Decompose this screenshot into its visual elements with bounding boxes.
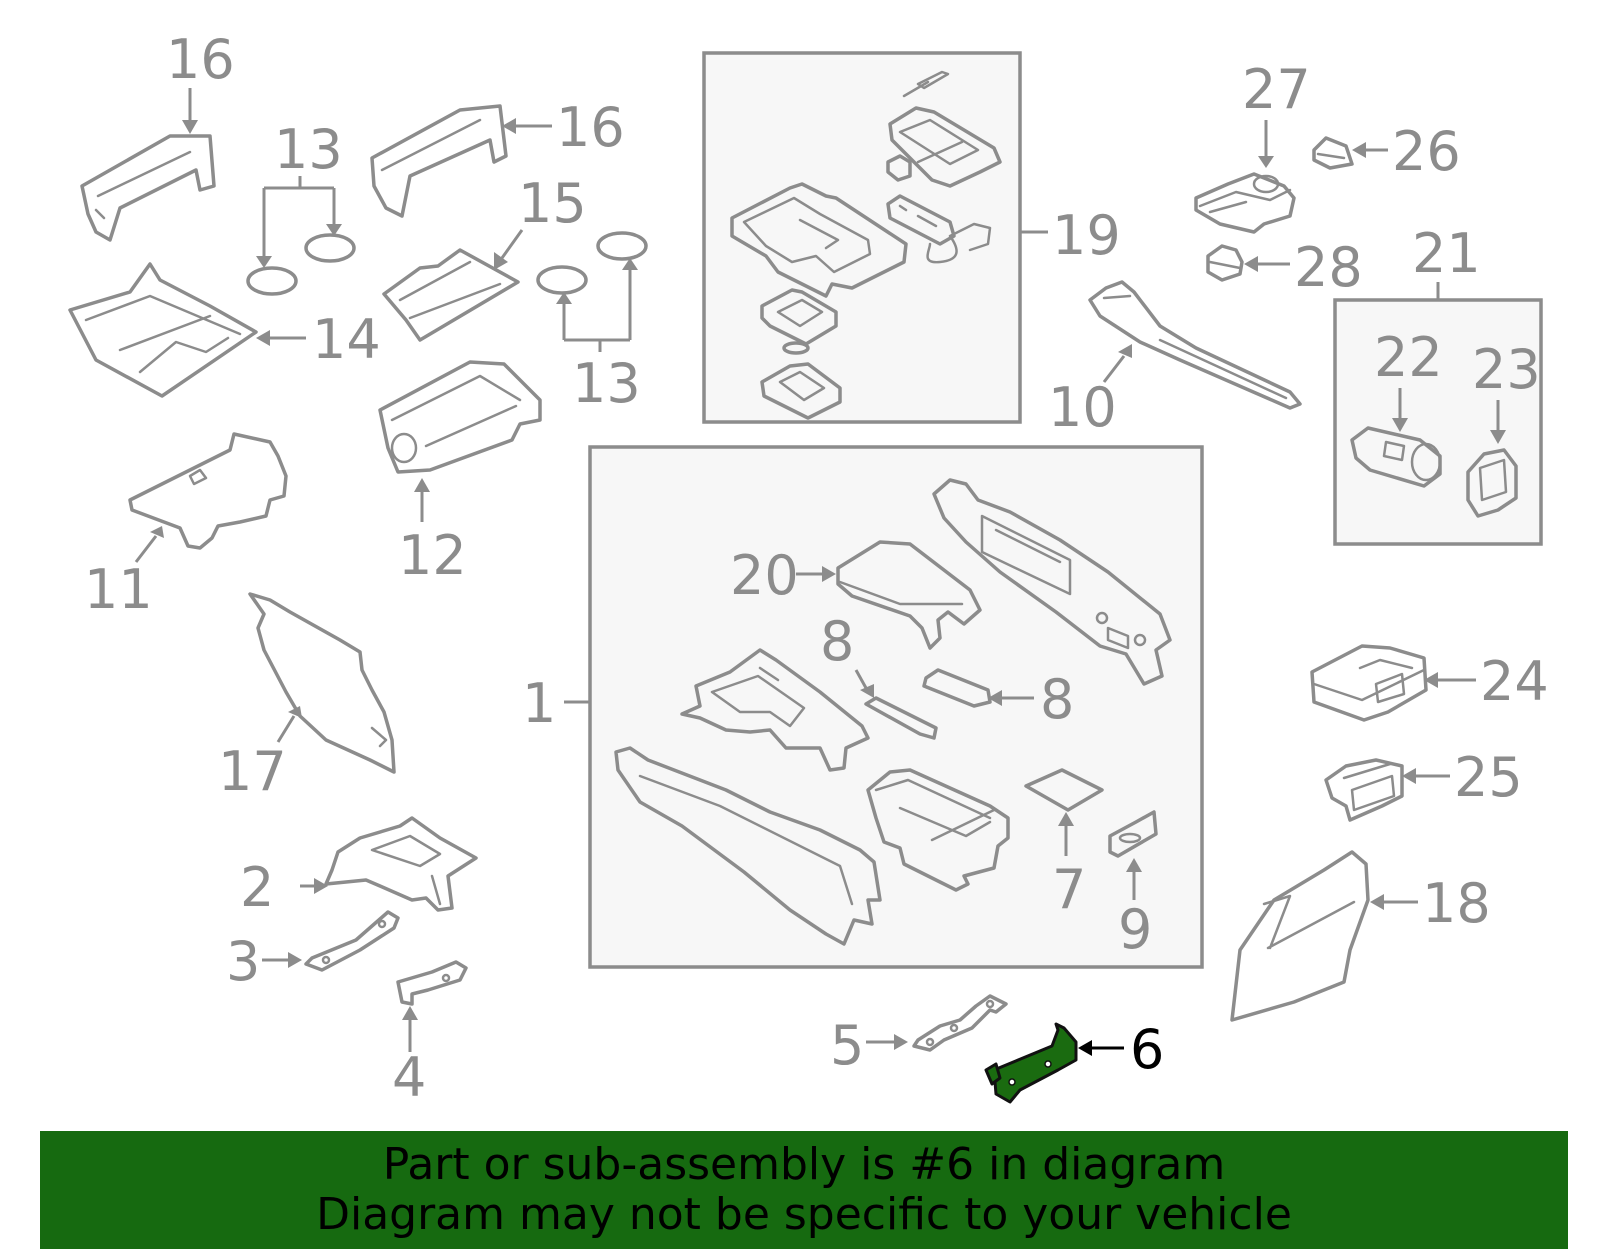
part-13-right xyxy=(536,231,648,352)
leader-28 xyxy=(1244,256,1290,272)
leader-25 xyxy=(1402,768,1450,784)
part-8-strip-a xyxy=(864,696,938,740)
part-10 xyxy=(1088,280,1302,410)
callout-16-left: 16 xyxy=(166,28,235,91)
part-4 xyxy=(396,960,468,1006)
callout-17: 17 xyxy=(218,740,287,803)
leader-16-left xyxy=(182,88,198,134)
callout-3: 3 xyxy=(226,930,260,993)
part-5 xyxy=(912,994,1008,1052)
callout-1: 1 xyxy=(522,672,556,735)
leader-14 xyxy=(256,330,306,346)
part-25 xyxy=(1324,758,1404,822)
part-1-side-panel xyxy=(932,478,1172,686)
leader-17 xyxy=(276,706,302,743)
leader-20 xyxy=(796,566,836,582)
leader-18 xyxy=(1370,894,1418,910)
part-19-assembly xyxy=(730,70,1002,420)
part-1-storage-bin xyxy=(866,768,1010,892)
leader-8b xyxy=(988,690,1034,706)
part-11 xyxy=(128,432,288,550)
callout-19: 19 xyxy=(1052,204,1121,267)
leader-5 xyxy=(866,1034,908,1050)
part-16-left xyxy=(80,134,216,242)
callout-7: 7 xyxy=(1052,858,1086,921)
leader-24 xyxy=(1424,672,1476,688)
part-13-left xyxy=(246,176,356,296)
leader-15 xyxy=(494,229,524,270)
callout-27: 27 xyxy=(1242,58,1311,121)
part-2 xyxy=(324,816,478,912)
callout-13-top: 13 xyxy=(274,118,343,181)
part-6-highlighted xyxy=(984,1022,1078,1104)
callout-24: 24 xyxy=(1480,650,1549,713)
part-14 xyxy=(68,262,258,398)
callout-25: 25 xyxy=(1454,746,1523,809)
part-23 xyxy=(1466,448,1518,518)
leader-4 xyxy=(402,1006,418,1052)
callout-20: 20 xyxy=(730,544,799,607)
leader-26 xyxy=(1352,142,1388,158)
callout-2: 2 xyxy=(240,856,274,919)
part-18 xyxy=(1230,850,1370,1022)
part-17 xyxy=(248,592,396,774)
banner-line-2: Diagram may not be specific to your vehi… xyxy=(316,1189,1292,1240)
leader-22 xyxy=(1392,388,1408,432)
callout-4: 4 xyxy=(392,1046,426,1109)
part-22 xyxy=(1350,426,1442,488)
leader-9 xyxy=(1126,858,1142,900)
part-26 xyxy=(1312,136,1354,170)
info-banner: Part or sub-assembly is #6 in diagram Di… xyxy=(40,1131,1568,1249)
callout-12: 12 xyxy=(398,524,467,587)
callout-14: 14 xyxy=(312,308,381,371)
leader-8a xyxy=(854,669,874,698)
callout-26: 26 xyxy=(1392,120,1461,183)
part-15 xyxy=(382,248,520,342)
callout-6: 6 xyxy=(1130,1018,1164,1081)
callout-13-bottom: 13 xyxy=(572,352,641,415)
part-3 xyxy=(304,910,400,972)
leader-11 xyxy=(134,526,164,563)
callout-11: 11 xyxy=(84,558,153,621)
part-1-bezel xyxy=(680,648,870,772)
leader-7 xyxy=(1058,812,1074,856)
leader-10 xyxy=(1102,344,1132,383)
callout-5: 5 xyxy=(830,1014,864,1077)
callout-22: 22 xyxy=(1374,326,1443,389)
part-1-lower-side xyxy=(614,746,882,946)
leader-23 xyxy=(1490,400,1506,444)
callout-18: 18 xyxy=(1422,872,1491,935)
callout-23: 23 xyxy=(1472,338,1541,401)
part-8-strip-b xyxy=(922,668,992,708)
callout-28: 28 xyxy=(1294,236,1363,299)
part-28 xyxy=(1206,244,1244,282)
part-20 xyxy=(836,540,982,650)
leader-6 xyxy=(1078,1040,1124,1056)
part-27 xyxy=(1194,172,1296,234)
leader-3 xyxy=(262,952,302,968)
callout-16-right: 16 xyxy=(556,96,625,159)
leader-16-right xyxy=(502,118,552,134)
leader-12 xyxy=(414,478,430,522)
callout-8-left: 8 xyxy=(820,610,854,673)
part-16-right xyxy=(370,104,508,218)
part-7 xyxy=(1024,768,1104,812)
leader-27 xyxy=(1258,120,1274,168)
callout-9: 9 xyxy=(1118,898,1152,961)
banner-line-1: Part or sub-assembly is #6 in diagram xyxy=(382,1139,1226,1190)
callout-8-right: 8 xyxy=(1040,668,1074,731)
part-12 xyxy=(378,360,542,474)
leader-2 xyxy=(300,878,328,894)
callout-21: 21 xyxy=(1412,222,1481,285)
part-24 xyxy=(1310,644,1428,722)
callout-10: 10 xyxy=(1048,376,1117,439)
callout-15: 15 xyxy=(518,172,587,235)
part-9 xyxy=(1108,810,1158,858)
